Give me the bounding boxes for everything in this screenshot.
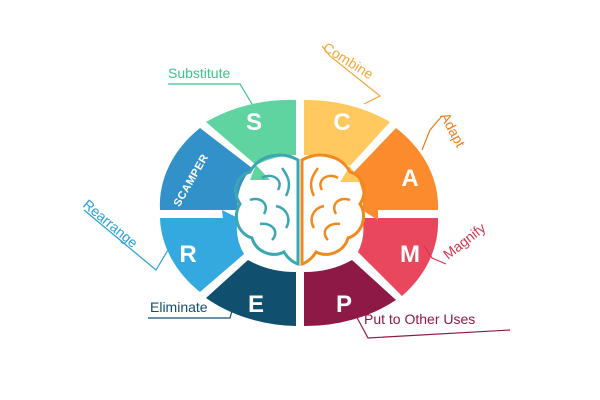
leader-rearrange [83, 209, 169, 271]
brain-right-fold [309, 167, 351, 241]
segment-r [160, 218, 244, 292]
segment-m [358, 218, 439, 296]
arrow-notch [222, 210, 238, 228]
callout-combine: Combine [320, 39, 376, 82]
segment-s [206, 99, 296, 165]
leader-magnify [423, 245, 447, 265]
brain-left-hemisphere [234, 153, 300, 266]
callout-adapt: Adapt [437, 110, 468, 150]
segment-letter-r: R [179, 241, 196, 268]
callout-put-to-other-uses: Put to Other Uses [364, 311, 475, 327]
callout-magnify: Magnify [440, 220, 488, 263]
callout-rearrange: Rearrange [80, 196, 141, 251]
segment-a [354, 128, 439, 210]
segment-letter-c: C [333, 109, 350, 136]
arrow-notch [362, 200, 378, 220]
brain-right-hemisphere [300, 153, 366, 266]
leader-substitute [168, 83, 253, 105]
leader-put-to-other-uses [353, 311, 511, 339]
callout-leaders [83, 45, 511, 339]
brain-illustration [234, 153, 366, 266]
callout-eliminate: Eliminate [150, 299, 208, 315]
segment-scamper-label [159, 128, 252, 210]
segment-c [304, 99, 390, 166]
callout-substitute: Substitute [168, 65, 230, 81]
segment-e [206, 260, 296, 326]
segment-letter-p: P [336, 291, 352, 318]
leader-eliminate [148, 295, 237, 319]
arrow-notch [340, 166, 360, 182]
segment-letter-a: A [401, 165, 418, 192]
segment-letter-m: M [400, 241, 420, 268]
leader-adapt [421, 115, 443, 151]
segment-letter-s: S [246, 109, 262, 136]
arrow-notch [358, 246, 376, 264]
brain-left-fold [249, 167, 291, 241]
leader-combine [321, 45, 382, 105]
segment-letter-e: E [248, 291, 264, 318]
segment-p [304, 260, 396, 327]
